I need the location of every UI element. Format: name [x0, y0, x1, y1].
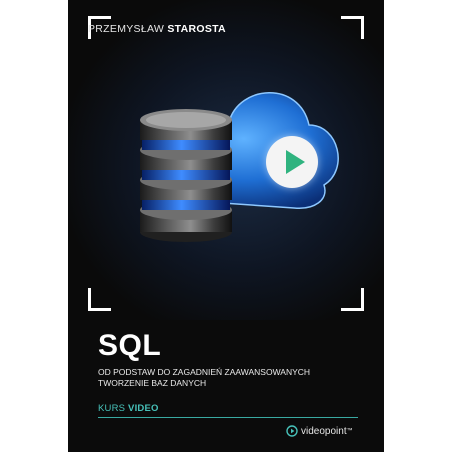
author-name: PRZEMYSŁAW STAROSTA	[88, 23, 226, 35]
videopoint-logo-icon	[286, 425, 298, 437]
brand-trademark: ™	[346, 428, 353, 434]
database-icon	[140, 109, 232, 242]
course-title: SQL	[98, 329, 162, 362]
course-subtitle: OD PODSTAW DO ZAGADNIEŃ ZAAWANSOWANYCH T…	[98, 367, 368, 389]
subtitle-line-1: OD PODSTAW DO ZAGADNIEŃ ZAAWANSOWANYCH	[98, 367, 311, 377]
divider-line	[98, 417, 358, 418]
play-button[interactable]	[266, 136, 318, 188]
frame-corner-top-left	[88, 16, 111, 39]
frame-corner-top-right	[341, 16, 364, 39]
frame-corner-bottom-right	[341, 288, 364, 311]
author-first-name: PRZEMYSŁAW	[88, 23, 165, 35]
course-type: VIDEO	[128, 403, 159, 414]
brand-name: videopoint	[301, 425, 347, 437]
play-icon	[286, 150, 305, 174]
author-last-name: STAROSTA	[167, 23, 226, 35]
course-cover: PRZEMYSŁAW STAROSTA	[68, 0, 384, 452]
course-type-label: KURS VIDEO	[98, 403, 159, 414]
frame-corner-bottom-left	[88, 288, 111, 311]
subtitle-line-2: TWORZENIE BAZ DANYCH	[98, 378, 207, 388]
course-prefix: KURS	[98, 403, 126, 414]
